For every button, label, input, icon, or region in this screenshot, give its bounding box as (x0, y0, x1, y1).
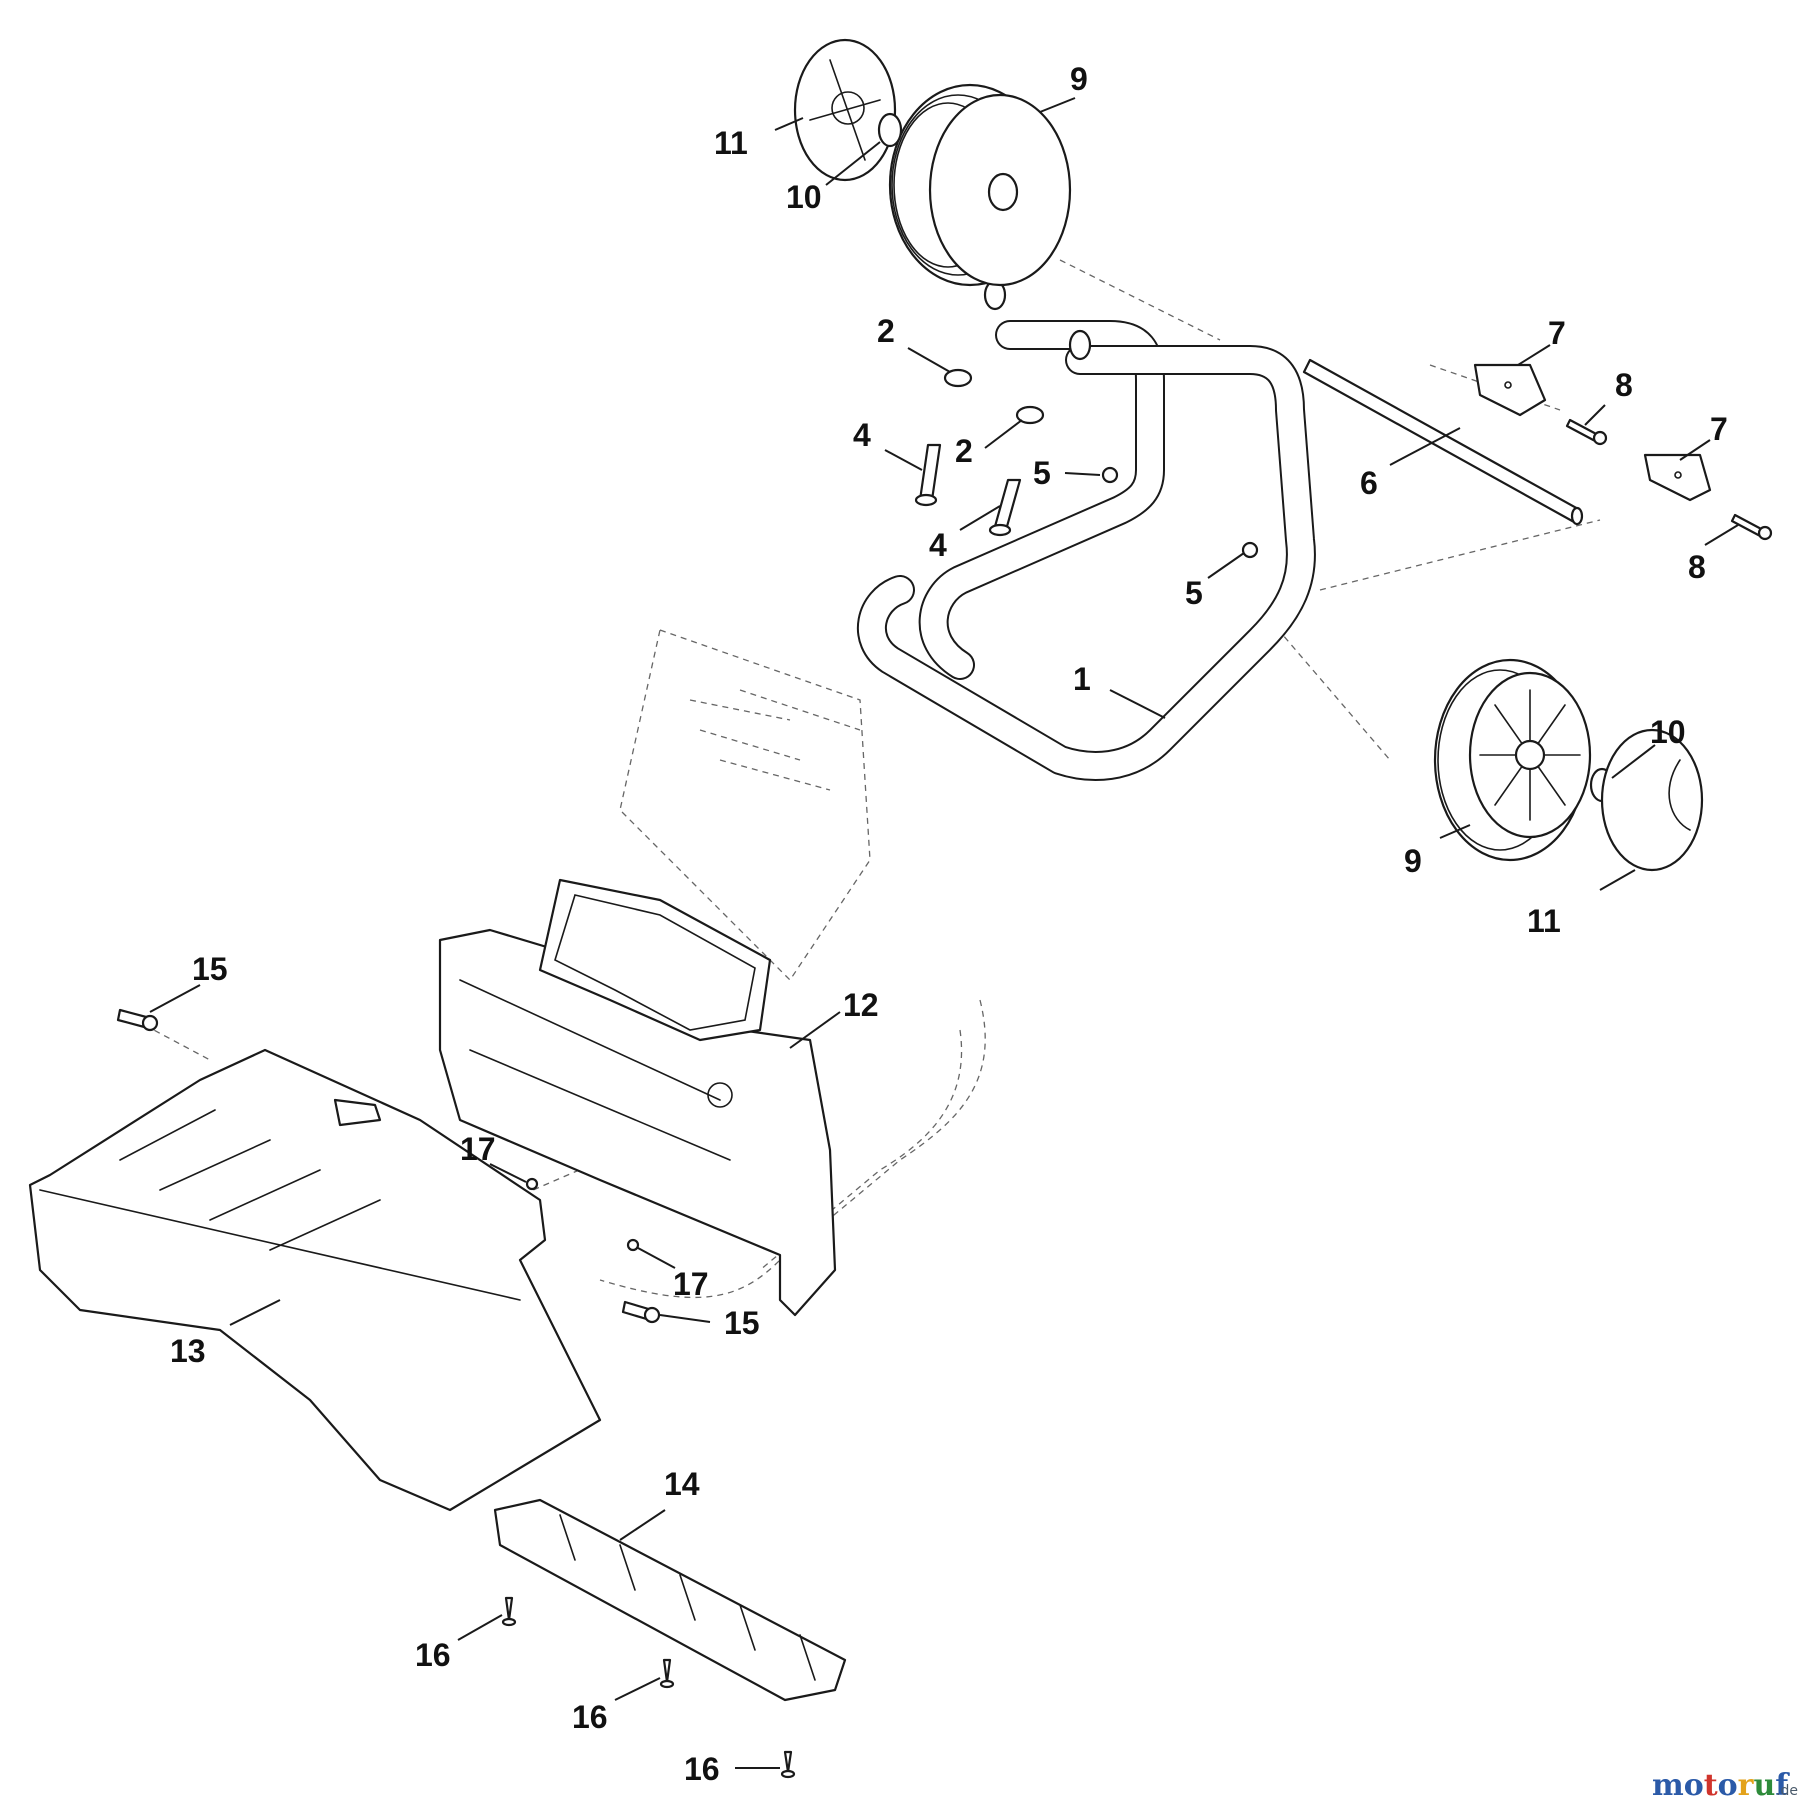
part-11-hubcap-lower (1600, 728, 1704, 872)
watermark-logo: motoruf .de (1652, 1768, 1798, 1800)
watermark-letter: m (1652, 1768, 1684, 1800)
part-8-bolt-upper (1565, 418, 1608, 446)
callout-9b: 9 (1404, 843, 1422, 879)
callout-16c: 16 (684, 1751, 720, 1787)
callout-2a: 2 (877, 313, 895, 349)
part-17-screw-a (525, 1177, 539, 1191)
part-2-washer-a (943, 368, 973, 388)
callout-12: 12 (843, 987, 879, 1023)
part-2-washer-b (1015, 405, 1045, 425)
callout-15b: 15 (724, 1305, 760, 1341)
part-15-bolt-b (621, 1300, 661, 1324)
part-9-wheel-upper (888, 83, 1072, 287)
callout-16b: 16 (572, 1699, 608, 1735)
watermark-letter: t (1704, 1768, 1718, 1800)
part-12-housing (438, 878, 837, 1317)
part-15-bolt-a (116, 1008, 159, 1032)
part-11-hubcap-upper (793, 38, 897, 182)
part-14-rail (493, 1498, 847, 1702)
callout-11b: 11 (1527, 903, 1561, 939)
part-17-screw-b (626, 1238, 640, 1252)
callout-6: 6 (1360, 465, 1378, 501)
part-6-axle (1302, 358, 1584, 526)
callout-14: 14 (664, 1466, 700, 1502)
callout-leaders (149, 97, 1739, 1769)
callout-10a: 10 (786, 179, 822, 215)
callout-4b: 4 (929, 527, 947, 563)
watermark-letter: u (1753, 1768, 1775, 1800)
watermark-letter: f (1775, 1768, 1790, 1800)
callout-8b: 8 (1688, 549, 1706, 585)
callout-17a: 17 (460, 1131, 496, 1167)
part-7-bracket-lower (1643, 453, 1712, 502)
callout-16a: 16 (415, 1637, 451, 1673)
callout-5a: 5 (1033, 455, 1051, 491)
part-5-nut-a (1101, 466, 1119, 484)
callout-7b: 7 (1710, 411, 1728, 447)
callout-labels: 1 2 2 4 4 5 5 6 7 7 8 8 9 9 10 10 11 11 … (170, 61, 1728, 1787)
callout-7a: 7 (1548, 315, 1566, 351)
callout-13: 13 (170, 1333, 206, 1369)
part-4-bolt-a (914, 443, 942, 507)
callout-10b: 10 (1650, 714, 1686, 750)
part-16-screw-b (659, 1658, 675, 1689)
callout-11a: 11 (714, 125, 748, 161)
part-8-bolt-lower (1730, 513, 1773, 541)
callout-2b: 2 (955, 433, 973, 469)
callout-17b: 17 (673, 1266, 709, 1302)
callout-4a: 4 (853, 417, 871, 453)
callout-1: 1 (1073, 661, 1091, 697)
callout-8a: 8 (1615, 367, 1633, 403)
part-4-bolt-b (988, 478, 1022, 537)
callout-15a: 15 (192, 951, 228, 987)
part-1-frame (857, 279, 1316, 781)
watermark-suffix: .de (1776, 1783, 1798, 1799)
callout-5b: 5 (1185, 575, 1203, 611)
watermark-letter: o (1684, 1768, 1704, 1800)
part-10-clip-upper (877, 112, 903, 148)
part-5-nut-b (1241, 541, 1259, 559)
part-9-wheel-lower (1433, 658, 1592, 862)
watermark-letter: r (1738, 1768, 1755, 1800)
part-16-screw-c (780, 1750, 796, 1779)
callout-9a: 9 (1070, 61, 1088, 97)
part-13-deflector (28, 1048, 602, 1512)
svg-text:motoruf: motoruf (1652, 1768, 1790, 1800)
watermark-letter: o (1718, 1768, 1738, 1800)
part-7-bracket-upper (1473, 363, 1547, 417)
part-16-screw-a (501, 1596, 517, 1627)
